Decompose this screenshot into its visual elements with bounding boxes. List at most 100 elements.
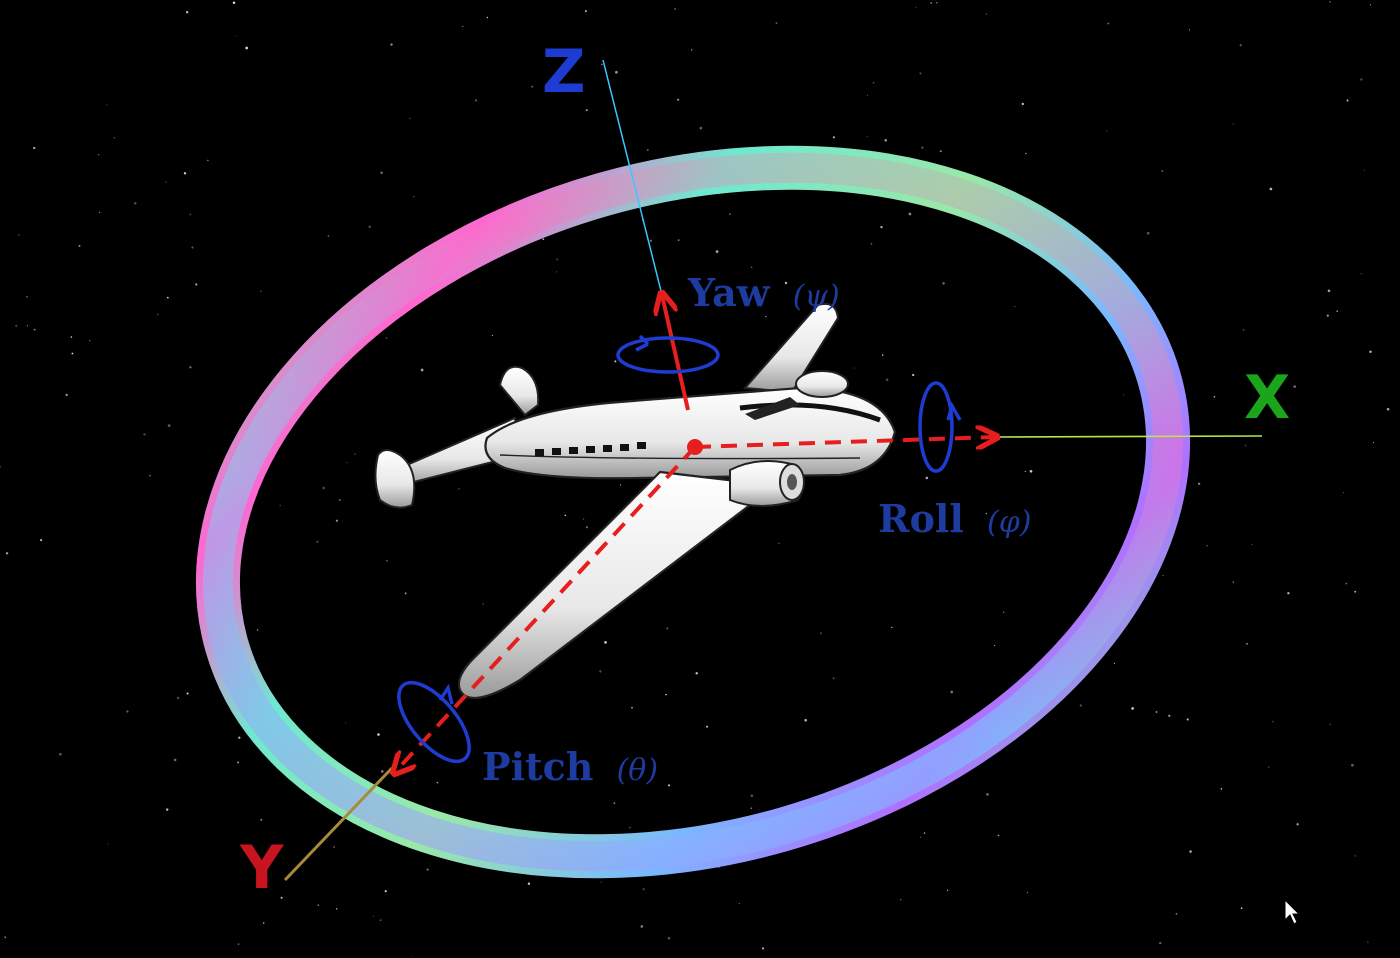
star — [1287, 591, 1290, 595]
star — [1107, 22, 1110, 25]
star — [804, 718, 808, 722]
star — [695, 672, 698, 675]
star — [1336, 310, 1339, 313]
star — [1296, 823, 1299, 826]
star — [997, 834, 1000, 837]
star — [729, 213, 731, 215]
star — [176, 696, 180, 700]
star — [462, 25, 464, 27]
star — [390, 43, 393, 46]
star — [372, 915, 374, 917]
star — [1269, 187, 1273, 191]
x-axis-label: X — [1244, 363, 1290, 433]
star — [1251, 543, 1253, 546]
star — [335, 908, 338, 910]
star — [1106, 130, 1108, 132]
star — [1240, 907, 1243, 910]
star — [919, 836, 922, 838]
star — [1159, 941, 1162, 945]
star — [1386, 407, 1390, 411]
star — [900, 899, 902, 901]
star — [1213, 395, 1216, 398]
star — [601, 63, 603, 65]
roll-label: Roll (φ) — [878, 496, 1031, 541]
star — [556, 258, 559, 261]
star — [564, 514, 567, 517]
star — [885, 378, 889, 381]
star — [207, 159, 209, 162]
star — [245, 46, 249, 50]
star — [386, 560, 388, 562]
star — [186, 11, 189, 14]
star — [1175, 912, 1178, 915]
star — [614, 360, 617, 363]
yaw-name: Yaw — [687, 270, 771, 315]
star — [1168, 714, 1171, 717]
star — [335, 519, 339, 522]
star — [1113, 662, 1115, 664]
star — [677, 239, 680, 241]
star — [25, 295, 29, 298]
star — [908, 212, 912, 216]
star — [98, 154, 100, 156]
star — [646, 149, 649, 151]
star — [1189, 850, 1192, 853]
star — [870, 242, 873, 245]
orbit-ring — [195, 145, 1191, 879]
star — [345, 722, 347, 724]
star — [262, 922, 265, 924]
star — [1026, 892, 1028, 894]
star — [1244, 444, 1247, 447]
star — [832, 677, 835, 680]
star — [59, 752, 62, 756]
star — [706, 725, 709, 728]
star — [1363, 169, 1366, 171]
star — [260, 818, 263, 821]
star — [186, 692, 189, 695]
star — [750, 794, 754, 798]
star — [189, 213, 192, 216]
star — [458, 488, 460, 490]
star — [191, 246, 194, 249]
star — [232, 1, 236, 5]
star — [1367, 941, 1369, 944]
star — [195, 283, 198, 286]
yaw-axis-line — [662, 295, 690, 411]
pitch-label: Pitch (θ) — [482, 744, 658, 789]
star — [256, 629, 259, 631]
star — [872, 81, 875, 84]
star — [994, 645, 996, 647]
star — [915, 6, 917, 8]
star — [26, 325, 29, 327]
star — [891, 626, 893, 629]
star — [582, 518, 585, 520]
roll-rotation-arrow — [918, 381, 962, 473]
star — [1370, 4, 1372, 6]
star — [143, 433, 146, 436]
star — [946, 889, 949, 891]
star — [65, 393, 68, 397]
y-axis-line — [283, 766, 394, 882]
pitch-axis-line — [395, 445, 697, 772]
star — [346, 462, 348, 464]
pitch-symbol: (θ) — [617, 753, 658, 788]
center-of-gravity — [687, 439, 703, 455]
star — [235, 35, 237, 37]
star — [527, 882, 531, 885]
star — [985, 13, 987, 15]
star — [880, 225, 883, 229]
star — [950, 690, 954, 694]
star — [1345, 582, 1348, 585]
star — [604, 641, 607, 644]
star — [542, 238, 545, 240]
star — [1029, 469, 1033, 473]
star — [1123, 394, 1125, 396]
star — [921, 146, 924, 149]
star — [183, 172, 187, 175]
star — [166, 296, 169, 299]
star — [600, 881, 602, 883]
star — [765, 315, 767, 318]
star — [126, 710, 129, 713]
star — [149, 474, 151, 477]
star — [930, 1, 933, 4]
